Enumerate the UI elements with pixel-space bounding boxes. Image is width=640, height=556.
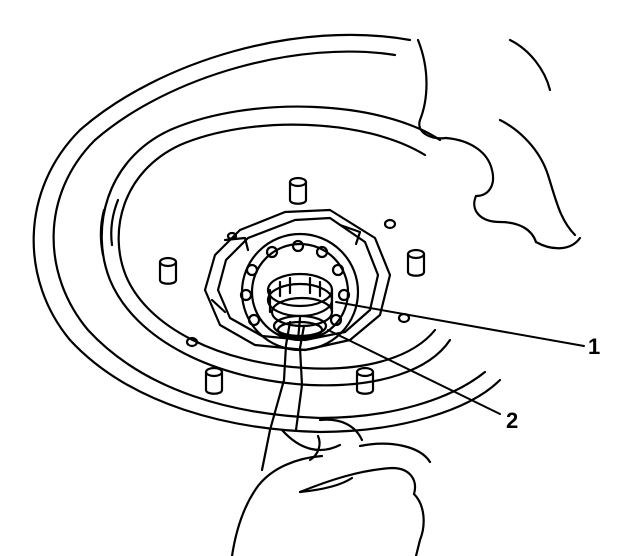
rotor-holes — [185, 218, 411, 348]
wheel-studs — [158, 176, 426, 395]
rotor-hat — [99, 105, 452, 387]
hub-bolt-circle — [239, 232, 360, 352]
lower-hand — [230, 442, 432, 556]
leader-line-1 — [335, 301, 585, 347]
leader-lines — [327, 301, 585, 415]
wheel-stud — [406, 248, 426, 277]
callout-label-2: 2 — [506, 408, 519, 433]
snap-ring-pliers — [260, 316, 364, 472]
leader-line-2 — [327, 329, 501, 415]
rotor-disc — [32, 33, 502, 434]
wheel-stud — [158, 256, 178, 285]
hub-flange — [203, 208, 392, 352]
wheel-stud — [288, 176, 308, 205]
axle-nut-retainer — [266, 272, 334, 328]
wheel-stud — [355, 366, 375, 395]
wheel-stud — [204, 366, 224, 395]
upper-hand — [416, 38, 582, 250]
callout-label-1: 1 — [588, 334, 601, 359]
